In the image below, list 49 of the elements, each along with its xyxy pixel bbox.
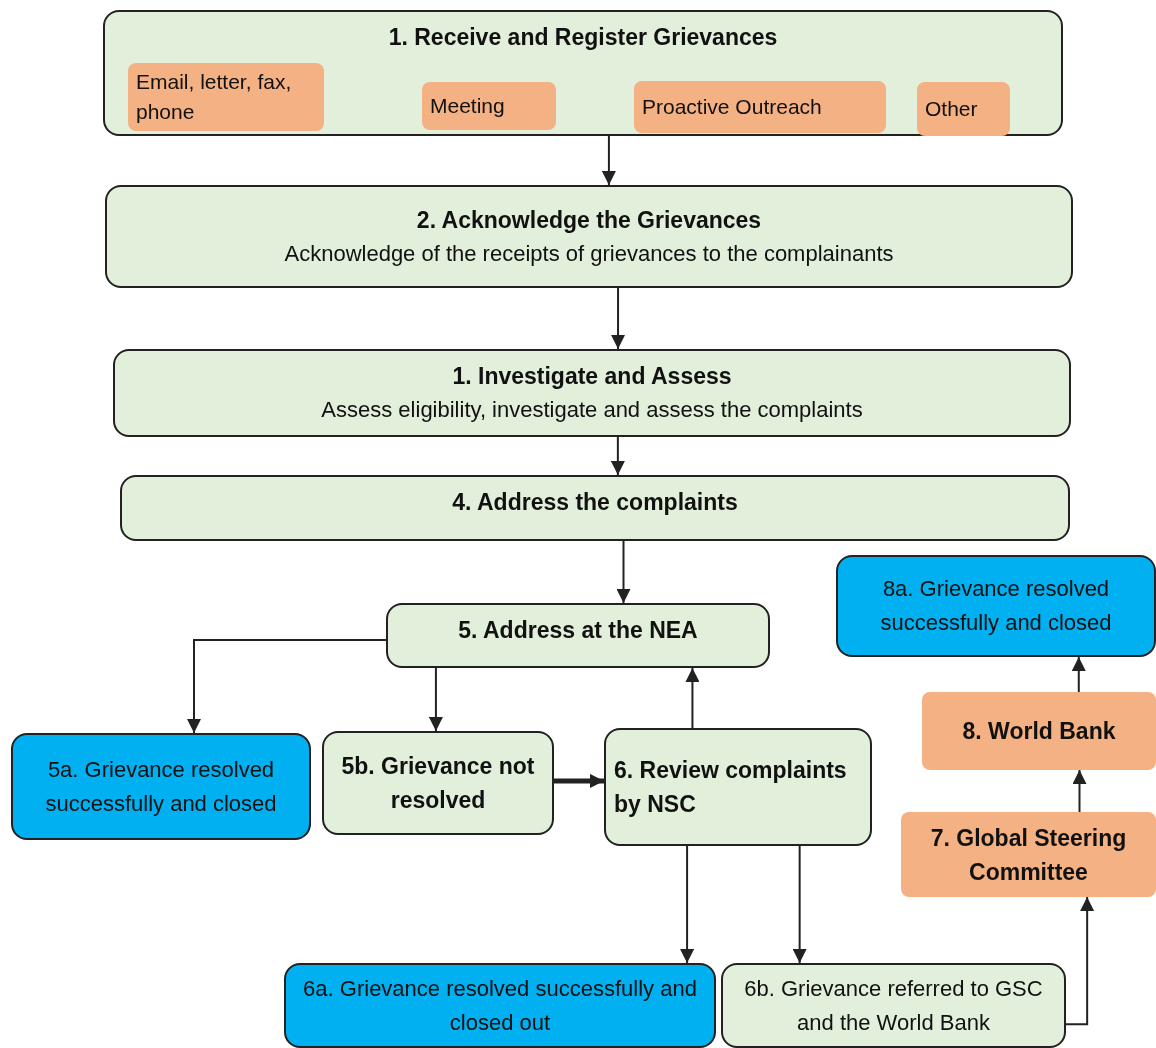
step-title: 6. Review complaints by NSC <box>614 756 848 819</box>
source-box <box>917 82 1010 136</box>
arrow <box>1071 656 1086 693</box>
outcome-box <box>11 733 311 840</box>
outcome-box <box>836 555 1156 657</box>
arrow <box>685 667 700 729</box>
step-title: 5b. Grievance not resolved <box>340 752 536 815</box>
step-title: Email, letter, fax, phone <box>136 69 293 125</box>
step-description: Acknowledge of the receipts of grievances to the complainants <box>284 239 894 268</box>
step-title: 1. Receive and Register Grievances <box>388 23 778 52</box>
arrow <box>1065 896 1095 1026</box>
step-box <box>103 10 1063 136</box>
source-box <box>922 692 1156 770</box>
step-title: Other <box>925 96 978 122</box>
arrow <box>1072 769 1087 813</box>
arrow <box>187 639 387 734</box>
source-box <box>901 812 1156 897</box>
outcome-box <box>284 963 716 1048</box>
step-title: 2. Acknowledge the Grievances <box>416 205 762 235</box>
step-box <box>721 963 1066 1048</box>
arrow <box>611 287 626 350</box>
step-box <box>604 728 872 846</box>
step-description: Assess eligibility, investigate and assess the complaints <box>321 396 863 424</box>
step-title: Meeting <box>430 93 505 119</box>
step-box <box>322 731 554 835</box>
arrow <box>610 436 625 476</box>
arrow <box>792 845 807 964</box>
step-title: 1. Investigate and Assess <box>452 362 732 391</box>
arrow <box>428 667 443 732</box>
step-title: 6b. Grievance referred to GSC and the World Bank <box>743 974 1044 1037</box>
source-box <box>422 82 556 130</box>
step-title: 4. Address the complaints <box>452 488 738 517</box>
step-title: 5. Address at the NEA <box>458 616 698 645</box>
step-title: 6a. Grievance resolved successfully and closed out <box>302 974 698 1037</box>
step-box <box>105 185 1073 288</box>
step-title: 7. Global Steering Committee <box>929 823 1128 887</box>
arrow <box>680 845 695 964</box>
step-box <box>386 603 770 668</box>
step-box <box>120 475 1070 541</box>
step-title: Proactive Outreach <box>642 94 822 120</box>
arrow <box>616 540 631 604</box>
arrow <box>554 773 604 788</box>
source-box <box>128 63 324 131</box>
step-title: 8a. Grievance resolved successfully and closed <box>879 575 1113 637</box>
step-box <box>113 349 1071 437</box>
step-title: 5a. Grievance resolved successfully and closed <box>44 755 278 818</box>
source-box <box>634 81 886 133</box>
step-title: 8. World Bank <box>962 717 1116 746</box>
arrow <box>601 135 616 186</box>
